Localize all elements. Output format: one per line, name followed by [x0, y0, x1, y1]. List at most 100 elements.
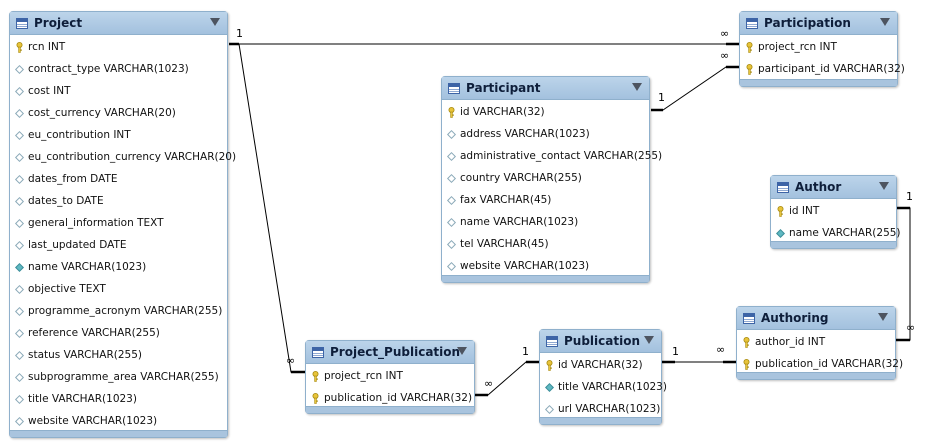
- column-label: tel VARCHAR(45): [460, 238, 549, 250]
- column-row[interactable]: project_rcn INT: [740, 36, 897, 58]
- column-label: reference VARCHAR(255): [28, 327, 160, 339]
- table-publication[interactable]: Publication id VARCHAR(32) title VARCHAR(1…: [539, 329, 667, 425]
- column-icon: [14, 196, 25, 207]
- column-row[interactable]: url VARCHAR(1023): [540, 398, 661, 420]
- column-list: id INT name VARCHAR(255): [771, 199, 901, 244]
- column-label: subprogramme_area VARCHAR(255): [28, 371, 219, 383]
- collapse-arrow-icon[interactable]: [878, 313, 888, 321]
- table-header[interactable]: Author: [771, 176, 896, 199]
- cardinality-label-many: ∞: [720, 27, 730, 40]
- column-icon: [446, 217, 457, 228]
- table-footer: [737, 372, 895, 379]
- column-row[interactable]: objective TEXT: [10, 278, 227, 300]
- column-row[interactable]: administrative_contact VARCHAR(255): [442, 145, 662, 167]
- column-row[interactable]: subprogramme_area VARCHAR(255): [10, 366, 227, 388]
- collapse-arrow-icon[interactable]: [879, 182, 889, 190]
- column-row[interactable]: eu_contribution_currency VARCHAR(20): [10, 146, 236, 168]
- table-header[interactable]: Project: [10, 12, 227, 35]
- column-row[interactable]: website VARCHAR(1023): [10, 410, 227, 432]
- primary-key-icon: [744, 41, 755, 53]
- column-row[interactable]: title VARCHAR(1023): [10, 388, 227, 410]
- column-row[interactable]: reference VARCHAR(255): [10, 322, 227, 344]
- column-row[interactable]: address VARCHAR(1023): [442, 123, 649, 145]
- cardinality-label-many: ∞: [286, 354, 296, 367]
- column-icon: [14, 218, 25, 229]
- column-label: last_updated DATE: [28, 239, 127, 251]
- collapse-arrow-icon[interactable]: [210, 18, 220, 26]
- collapse-arrow-icon[interactable]: [632, 83, 642, 91]
- collapse-arrow-icon[interactable]: [644, 336, 654, 344]
- primary-key-icon: [775, 205, 786, 217]
- column-row[interactable]: last_updated DATE: [10, 234, 227, 256]
- table-project[interactable]: Project rcn INT contract_type VARCHAR(1023…: [9, 11, 236, 438]
- column-row[interactable]: name VARCHAR(255): [771, 222, 901, 244]
- column-row[interactable]: fax VARCHAR(45): [442, 189, 649, 211]
- column-label: publication_id VARCHAR(32): [755, 358, 904, 370]
- cardinality-label-many: ∞: [484, 377, 494, 390]
- column-list: author_id INT publication_id VARCHAR(32): [737, 330, 903, 375]
- table-name: Publication: [564, 334, 641, 348]
- column-icon: [446, 261, 457, 272]
- primary-key-icon: [544, 359, 555, 371]
- column-icon: [544, 404, 555, 415]
- primary-key-icon: [446, 106, 457, 118]
- column-row[interactable]: dates_from DATE: [10, 168, 227, 190]
- column-row[interactable]: publication_id VARCHAR(32): [737, 353, 903, 375]
- column-row[interactable]: contract_type VARCHAR(1023): [10, 58, 227, 80]
- column-row[interactable]: id INT: [771, 200, 896, 222]
- table-header[interactable]: Participation: [740, 12, 897, 35]
- collapse-arrow-icon[interactable]: [457, 347, 467, 355]
- column-label: country VARCHAR(255): [460, 172, 582, 184]
- table-authoring[interactable]: Authoring author_id INT publication_id VAR…: [736, 306, 903, 380]
- column-row[interactable]: name VARCHAR(1023): [10, 256, 227, 278]
- column-row[interactable]: author_id INT: [737, 331, 895, 353]
- column-row[interactable]: id VARCHAR(32): [540, 354, 661, 376]
- column-row[interactable]: country VARCHAR(255): [442, 167, 649, 189]
- column-row[interactable]: project_rcn INT: [306, 365, 474, 387]
- primary-key-icon: [741, 358, 752, 370]
- column-label: fax VARCHAR(45): [460, 194, 552, 206]
- column-row[interactable]: id VARCHAR(32): [442, 101, 649, 123]
- table-header[interactable]: Participant: [442, 77, 649, 100]
- column-row[interactable]: general_information TEXT: [10, 212, 227, 234]
- column-row[interactable]: website VARCHAR(1023): [442, 255, 649, 277]
- column-row[interactable]: rcn INT: [10, 36, 227, 58]
- column-row[interactable]: title VARCHAR(1023): [540, 376, 667, 398]
- column-label: participant_id VARCHAR(32): [758, 63, 905, 75]
- column-label: dates_to DATE: [28, 195, 104, 207]
- column-row[interactable]: name VARCHAR(1023): [442, 211, 649, 233]
- column-label: objective TEXT: [28, 283, 106, 295]
- column-row[interactable]: tel VARCHAR(45): [442, 233, 649, 255]
- column-label: rcn INT: [28, 41, 66, 53]
- table-participation[interactable]: Participation project_rcn INT participant_…: [739, 11, 905, 87]
- table-icon: [743, 312, 755, 324]
- column-label: author_id INT: [755, 336, 826, 348]
- collapse-arrow-icon[interactable]: [880, 18, 890, 26]
- not-null-column-icon: [775, 228, 786, 239]
- table-header[interactable]: Project_Publication: [306, 341, 474, 364]
- column-row[interactable]: cost_currency VARCHAR(20): [10, 102, 227, 124]
- column-icon: [14, 108, 25, 119]
- column-icon: [14, 152, 25, 163]
- column-row[interactable]: programme_acronym VARCHAR(255): [10, 300, 227, 322]
- table-header[interactable]: Authoring: [737, 307, 895, 330]
- table-author[interactable]: Author id INT name VARCHAR(255): [770, 175, 901, 249]
- column-label: project_rcn INT: [758, 41, 837, 53]
- column-row[interactable]: eu_contribution INT: [10, 124, 227, 146]
- column-label: id INT: [789, 205, 820, 217]
- column-label: id VARCHAR(32): [558, 359, 643, 371]
- column-label: website VARCHAR(1023): [28, 415, 158, 427]
- column-row[interactable]: publication_id VARCHAR(32): [306, 387, 474, 409]
- column-row[interactable]: cost INT: [10, 80, 227, 102]
- column-icon: [14, 306, 25, 317]
- column-row[interactable]: participant_id VARCHAR(32): [740, 58, 905, 80]
- table-header[interactable]: Publication: [540, 330, 661, 353]
- table-name: Author: [795, 180, 842, 194]
- column-row[interactable]: dates_to DATE: [10, 190, 227, 212]
- column-label: url VARCHAR(1023): [558, 403, 661, 415]
- column-row[interactable]: status VARCHAR(255): [10, 344, 227, 366]
- cardinality-label-many: ∞: [906, 321, 916, 334]
